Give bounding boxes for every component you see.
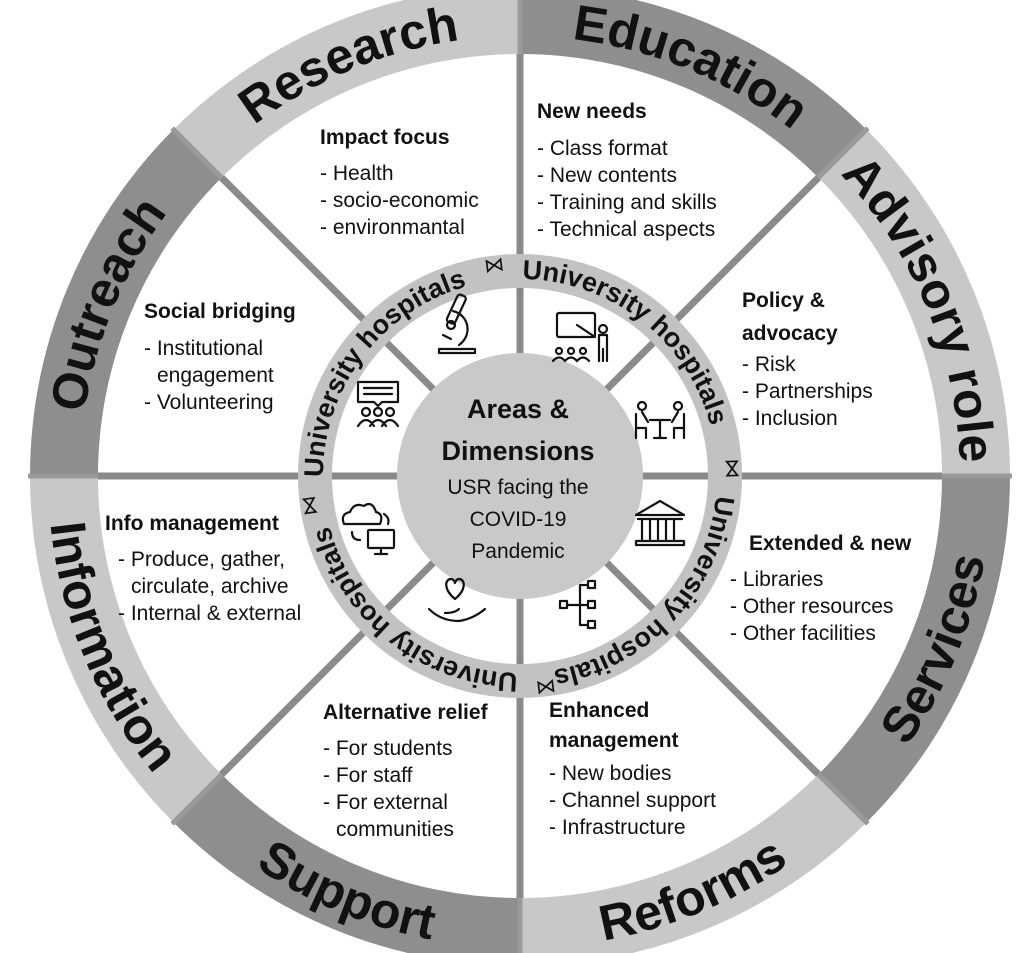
list-item: - Internal & external — [118, 602, 302, 625]
list-item: - For students — [323, 737, 453, 760]
sector-items: - Health - socio-economic - environmantal — [320, 160, 479, 241]
band-services — [818, 476, 1010, 823]
list-item: - Other resources — [730, 595, 894, 618]
list-item: - Produce, gather, circulate, archive — [118, 548, 289, 598]
list-item: - Partnerships — [742, 380, 873, 403]
building-icon — [634, 499, 686, 547]
band-divider — [170, 772, 224, 826]
list-item: - environmantal — [320, 216, 465, 239]
sector-heading: New needs — [537, 100, 647, 123]
sector-heading: Policy & advocacy — [742, 289, 838, 345]
band-divider — [170, 126, 224, 180]
inner-divider-line — [602, 558, 656, 612]
microscope-icon — [437, 293, 477, 355]
list-item: - For staff — [323, 764, 413, 787]
sector-items: - Risk - Partnerships - Inclusion — [742, 351, 873, 432]
sector-items: - Libraries - Other resources - Other faci… — [730, 566, 893, 647]
center-title: Areas & Dimensions USR facing the COVID-… — [398, 388, 638, 568]
list-item: - Other facilities — [730, 622, 876, 645]
list-item: - New bodies — [549, 762, 672, 785]
center-subtitle-line2: COVID-19 — [469, 508, 567, 531]
divider-line — [219, 606, 390, 777]
list-item: - New contents — [537, 164, 678, 187]
center-title-line1: Areas & — [466, 394, 570, 424]
presenter-icon — [551, 311, 609, 363]
band-support — [173, 774, 520, 953]
list-item: - socio-economic — [320, 189, 479, 212]
band-outreach — [30, 129, 222, 476]
meeting-table-icon — [634, 400, 686, 440]
divider-line — [219, 175, 390, 346]
band-divider — [816, 772, 870, 826]
sector-items: - New bodies - Channel support - Infrastru… — [549, 760, 716, 841]
sector-items: - Institutional engagement - Volunteering — [144, 335, 274, 416]
list-item: - Institutional engagement — [144, 337, 274, 387]
sector-items: - For students - For staff - For external … — [323, 735, 454, 843]
inner-divider-line — [602, 340, 656, 394]
band-divider — [816, 126, 870, 180]
list-item: - Inclusion — [742, 407, 838, 430]
sector-heading: Extended & new — [749, 532, 912, 555]
sector-heading: Info management — [105, 512, 279, 535]
list-item: - Technical aspects — [537, 218, 716, 241]
inner-divider-line — [384, 340, 438, 394]
sector-heading: Impact focus — [320, 126, 450, 149]
bowtie-separator-icon: ⋈ — [535, 674, 558, 700]
list-item: - Class format — [537, 137, 668, 160]
bowtie-separator-icon: ⋈ — [296, 494, 323, 517]
org-chart-icon — [558, 579, 597, 630]
bowtie-separator-icon: ⋈ — [483, 251, 506, 277]
heart-hand-icon — [427, 577, 487, 623]
sector-heading: Enhanced management — [549, 699, 679, 752]
center-circle — [397, 353, 643, 599]
sector-heading: Alternative relief — [323, 701, 488, 724]
list-item: - Risk — [742, 353, 796, 376]
sector-heading: Social bridging — [144, 300, 296, 323]
band-information — [30, 476, 222, 823]
sector-items: - Class format - New contents - Training a… — [537, 135, 717, 243]
list-item: - Volunteering — [144, 391, 274, 414]
center-title-line2: Dimensions — [441, 436, 595, 466]
list-item: - Channel support — [549, 789, 716, 812]
list-item: - Health — [320, 162, 394, 185]
band-reforms — [520, 774, 867, 953]
bowtie-separator-icon: ⋈ — [721, 458, 746, 479]
list-item: - For external communities — [323, 791, 454, 841]
list-item: - Training and skills — [537, 191, 717, 214]
sector-items: - Produce, gather, circulate, archive - I… — [118, 546, 301, 627]
speech-group-icon — [356, 380, 400, 428]
band-education — [520, 0, 867, 178]
band-advisory — [818, 129, 1010, 476]
band-research — [173, 0, 520, 178]
cloud-computer-icon — [341, 502, 396, 556]
divider-line — [650, 606, 821, 777]
list-item: - Infrastructure — [549, 816, 686, 839]
list-item: - Libraries — [730, 568, 824, 591]
divider-line — [650, 175, 821, 346]
center-subtitle-line3: Pandemic — [471, 540, 565, 563]
center-subtitle-line1: USR facing the — [447, 476, 589, 499]
inner-divider-line — [384, 558, 438, 612]
